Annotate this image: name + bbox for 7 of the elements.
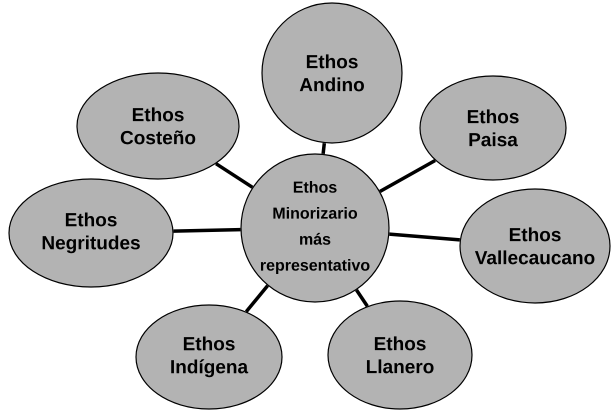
connector-line xyxy=(355,289,369,308)
connector-line xyxy=(389,232,460,242)
connector-line xyxy=(244,284,269,313)
connector-line xyxy=(379,158,436,193)
connector-line xyxy=(321,142,326,154)
connector-line xyxy=(215,162,254,189)
connector-line xyxy=(174,228,240,233)
